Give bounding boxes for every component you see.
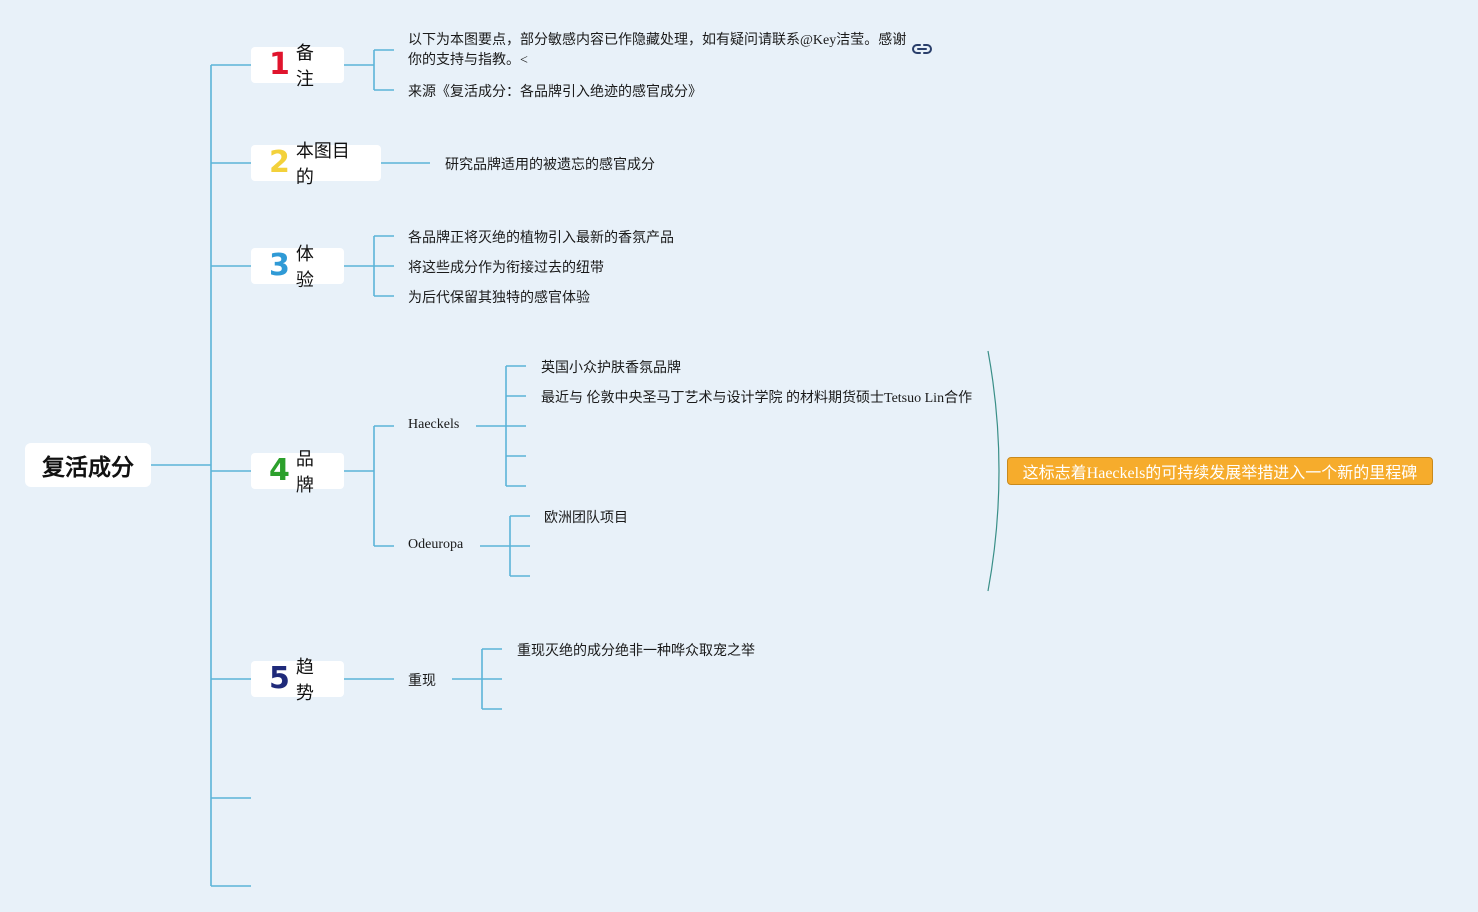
trend-item[interactable]: 重现灭绝的成分绝非一种哗众取宠之举 [517, 644, 755, 659]
topic-label: 备注 [295, 43, 314, 90]
summary-brace [987, 350, 1000, 592]
experience-item[interactable]: 将这些成分作为衔接过去的纽带 [408, 261, 604, 276]
trend-revival[interactable]: 重现 [408, 674, 436, 689]
topic-label: 趋势 [295, 657, 314, 704]
topic-label: 本图目的 [295, 141, 350, 188]
haeckels-item[interactable]: 最近与 伦敦中央圣马丁艺术与设计学院 的材料期货硕士Tetsuo Lin合作 [541, 391, 973, 406]
odeuropa-item[interactable]: 欧洲团队项目 [544, 511, 628, 526]
root-topic[interactable]: 复活成分 [25, 443, 151, 487]
purpose-text[interactable]: 研究品牌适用的被遗忘的感官成分 [445, 158, 655, 173]
notes-disclaimer[interactable]: 以下为本图要点，部分敏感内容已作隐藏处理，如有疑问请联系@Key洁莹。感谢你的支… [408, 33, 907, 68]
topic-number: 3 [269, 248, 290, 283]
topic-experience[interactable]: 3 体验 [251, 244, 344, 291]
experience-item[interactable]: 为后代保留其独特的感官体验 [408, 291, 590, 306]
topic-brands[interactable]: 4 品牌 [251, 449, 344, 496]
summary-label: 这标志着Haeckels的可持续发展举措进入一个新的里程碑 [1022, 465, 1418, 482]
topic-trends[interactable]: 5 趋势 [251, 657, 344, 704]
topic-notes[interactable]: 1 备注 [251, 43, 344, 90]
topic-purpose[interactable]: 2 本图目的 [251, 141, 381, 188]
topic-label: 体验 [295, 244, 314, 291]
brand-odeuropa[interactable]: Odeuropa [408, 537, 464, 552]
brand-haeckels[interactable]: Haeckels [408, 417, 460, 432]
notes-source[interactable]: 来源《复活成分：各品牌引入绝迹的感官成分》 [408, 85, 702, 100]
topic-number: 4 [269, 453, 290, 488]
root-label: 复活成分 [42, 455, 134, 481]
topic-label: 品牌 [295, 449, 314, 496]
topic-number: 5 [269, 661, 290, 696]
topic-number: 2 [269, 145, 290, 180]
haeckels-item[interactable]: 英国小众护肤香氛品牌 [541, 361, 681, 376]
experience-item[interactable]: 各品牌正将灭绝的植物引入最新的香氛产品 [408, 231, 674, 246]
brands-summary[interactable]: 这标志着Haeckels的可持续发展举措进入一个新的里程碑 [1007, 457, 1433, 485]
topic-number: 1 [269, 47, 290, 82]
link-icon[interactable] [910, 40, 934, 58]
